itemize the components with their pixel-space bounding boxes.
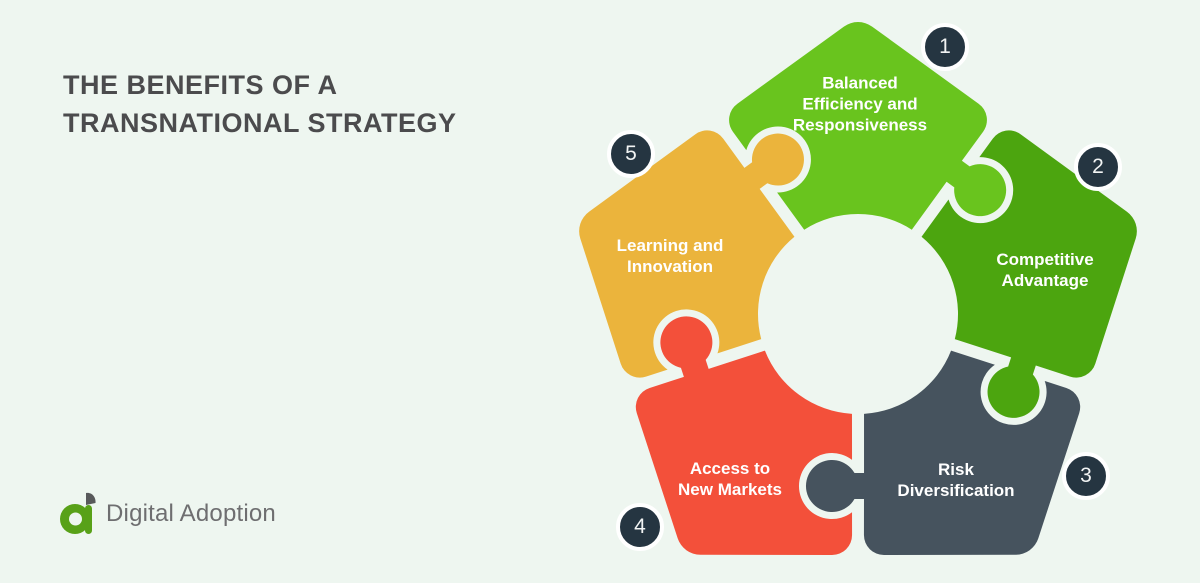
piece-label-line: Access to [689,459,771,478]
piece-number-badge-1: 1 [921,23,969,71]
piece-label-line: Diversification [897,481,1015,500]
piece-label-4: Access to New Markets [678,458,782,500]
piece-label-line: Risk [938,460,974,479]
logo-mark-icon [60,492,96,534]
piece-number-badge-2: 2 [1074,143,1122,191]
piece-label-line: Responsiveness [792,115,928,135]
piece-label-line: Advantage [1001,271,1089,290]
brand-logo: Digital Adoption [58,491,276,537]
puzzle-piece-3 [806,350,1081,556]
puzzle-piece-4 [635,316,853,556]
center-circle [761,217,955,411]
title-line-1: THE BENEFITS OF A [63,70,338,100]
puzzle-piece-5 [579,130,804,378]
title-line-2: TRANSNATIONAL STRATEGY [63,108,457,138]
puzzle-piece-1 [729,22,1007,230]
piece-label-line: Competitive [996,250,1094,269]
piece-number-badge-3: 3 [1062,452,1110,500]
piece-label-line: Balanced [822,73,898,93]
piece-number-badge-4: 4 [616,503,664,551]
logo-text: Digital Adoption [106,500,276,527]
page-title: THE BENEFITS OF A TRANSNATIONAL STRATEGY [63,66,457,142]
piece-label-line: Innovation [627,257,713,276]
puzzle-piece-2 [921,130,1137,418]
piece-label-line: New Markets [678,480,782,499]
piece-label-line: Learning and [616,236,724,255]
piece-number-badge-5: 5 [607,130,655,178]
piece-label-line: Efficiency and [802,94,918,114]
